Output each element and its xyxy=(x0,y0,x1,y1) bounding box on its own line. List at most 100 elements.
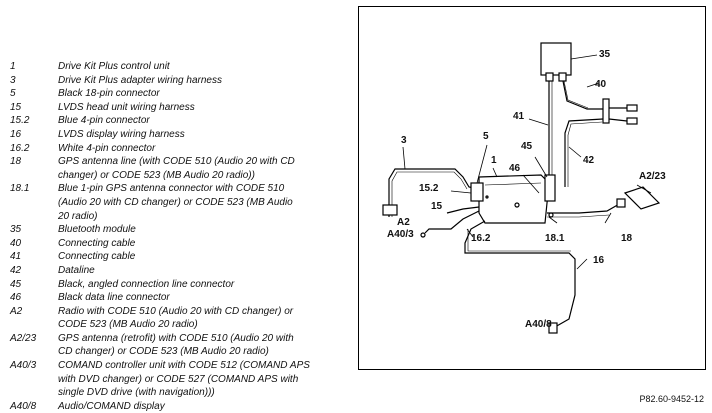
callout-1: 1 xyxy=(491,155,497,166)
legend-description: GPS antenna (retrofit) with CODE 510 (Au… xyxy=(58,332,350,359)
legend-description: Radio with CODE 510 (Audio 20 with CD ch… xyxy=(58,305,350,332)
legend-description: COMAND controller unit with CODE 512 (CO… xyxy=(58,359,350,400)
legend-description: Black data line connector xyxy=(58,291,350,305)
drive-kit-control-unit xyxy=(478,174,550,224)
legend-code: 40 xyxy=(10,237,22,249)
callout-15-2: 15.2 xyxy=(419,183,439,194)
legend-description: Dataline xyxy=(58,264,350,278)
legend-code: 35 xyxy=(10,224,22,236)
legend-description-line: Black data line connector xyxy=(58,292,170,304)
callout-46: 46 xyxy=(509,163,521,174)
callout-16-2: 16.2 xyxy=(471,233,491,244)
legend-description-line: LVDS display wiring harness xyxy=(58,128,185,140)
legend-description-line: CD changer) or CODE 523 (MB Audio 20 rad… xyxy=(58,346,269,358)
legend-description: Drive Kit Plus adapter wiring harness xyxy=(58,74,350,88)
gps-antenna-line xyxy=(547,202,622,214)
callout-a2: A2 xyxy=(397,217,410,228)
legend-code: 18 xyxy=(10,156,22,168)
legend-item: A40/3 COMAND controller unit with CODE 51… xyxy=(10,359,350,400)
callout-42: 42 xyxy=(583,155,595,166)
callout-a40-8: A40/8 xyxy=(525,319,552,330)
dataline-42 xyxy=(564,118,604,187)
legend-description-line: Bluetooth module xyxy=(58,224,136,236)
legend-code: 1 xyxy=(10,61,16,72)
legend-description: LVDS head unit wiring harness xyxy=(58,101,350,115)
lvds-head-unit-harness xyxy=(424,210,480,234)
legend-item: 1 Drive Kit Plus control unit xyxy=(10,60,350,74)
legend-item: 45 Black, angled connection line connecto… xyxy=(10,278,350,292)
callout-15: 15 xyxy=(431,201,443,212)
legend-description-line: Dataline xyxy=(58,264,95,276)
legend-item: 5 Black 18-pin connector xyxy=(10,87,350,101)
legend-description-line: GPS antenna line (with CODE 510 (Audio 2… xyxy=(58,156,295,168)
legend-description-line: White 4-pin connector xyxy=(58,142,156,154)
legend-description: Drive Kit Plus control unit xyxy=(58,60,350,74)
legend-code: 5 xyxy=(10,88,16,100)
legend-item: A40/8 Audio/COMAND display xyxy=(10,400,350,413)
figure-reference: P82.60-9452-12 xyxy=(639,394,704,404)
legend-description: Audio/COMAND display xyxy=(58,400,350,413)
legend-description-line: Audio/COMAND display xyxy=(58,400,165,412)
legend-item: 15 LVDS head unit wiring harness xyxy=(10,101,350,115)
adapter-harness-3 xyxy=(388,168,480,217)
legend-code: 16 xyxy=(10,128,22,140)
legend-description-line: Black 18-pin connector xyxy=(58,88,160,100)
legend-description-line: Radio with CODE 510 (Audio 20 with CD ch… xyxy=(58,305,294,317)
callout-18-1: 18.1 xyxy=(545,233,565,244)
legend-item: 15.2 Blue 4-pin connector xyxy=(10,114,350,128)
legend-item: 3 Drive Kit Plus adapter wiring harness xyxy=(10,74,350,88)
legend-code: A40/3 xyxy=(10,360,37,372)
legend-description-line: COMAND controller unit with CODE 512 (CO… xyxy=(58,360,310,372)
legend-description-line: Black, angled connection line connector xyxy=(58,278,235,290)
legend-description-line: GPS antenna (retrofit) with CODE 510 (Au… xyxy=(58,332,294,344)
legend-description: Connecting cable xyxy=(58,250,350,264)
legend-list: 1 Drive Kit Plus control unit 3 Drive Kit P… xyxy=(10,60,350,413)
legend-item: 35 Bluetooth module xyxy=(10,223,350,237)
legend-code: A2 xyxy=(10,305,23,317)
legend-description: Blue 4-pin connector xyxy=(58,114,350,128)
legend-description-line: Connecting cable xyxy=(58,251,136,263)
callout-3: 3 xyxy=(401,135,407,146)
legend-item: 41 Connecting cable xyxy=(10,250,350,264)
legend-code: A40/8 xyxy=(10,400,37,412)
legend-item: 18 GPS antenna line (with CODE 510 (Audio… xyxy=(10,155,350,182)
legend-description-line: Drive Kit Plus adapter wiring harness xyxy=(58,74,222,86)
lvds-display-harness xyxy=(464,220,576,328)
legend-description-line: LVDS head unit wiring harness xyxy=(58,101,195,113)
legend-description: Blue 1-pin GPS antenna connector with CO… xyxy=(58,182,350,223)
legend-code: 15 xyxy=(10,101,22,113)
callout-a40-3: A40/3 xyxy=(387,229,414,240)
wiring-diagram-drawing xyxy=(382,42,661,334)
wiring-diagram: 35 40 41 3 5 45 42 1 46 15.2 15 A2 A40/3… xyxy=(358,6,706,370)
callout-a2-23: A2/23 xyxy=(639,171,666,182)
legend-code: 3 xyxy=(10,74,16,86)
callout-35: 35 xyxy=(599,49,611,60)
legend-code: 15.2 xyxy=(10,115,30,127)
legend-description-line: Drive Kit Plus control unit xyxy=(58,61,170,72)
legend-description-line: CODE 523 (MB Audio 20 radio) xyxy=(58,319,198,331)
legend-description: Black 18-pin connector xyxy=(58,87,350,101)
legend-description-line: Blue 1-pin GPS antenna connector with CO… xyxy=(58,183,285,195)
connecting-cable-40 xyxy=(562,80,605,110)
legend-description-line: (Audio 20 with CD changer) or CODE 523 (… xyxy=(58,196,293,208)
legend-description: GPS antenna line (with CODE 510 (Audio 2… xyxy=(58,155,350,182)
callout-16: 16 xyxy=(593,255,605,266)
legend-description-line: 20 radio) xyxy=(58,210,98,222)
legend-description: Black, angled connection line connector xyxy=(58,278,350,292)
legend-description-line: Connecting cable xyxy=(58,237,136,249)
legend-item: A2 Radio with CODE 510 (Audio 20 with CD … xyxy=(10,305,350,332)
legend-description-line: Blue 4-pin connector xyxy=(58,115,150,127)
legend-description-line: changer) or CODE 523 (MB Audio 20 radio)… xyxy=(58,169,255,181)
legend-code: 45 xyxy=(10,278,22,290)
callout-41: 41 xyxy=(513,111,525,122)
legend-description: Bluetooth module xyxy=(58,223,350,237)
bluetooth-module xyxy=(540,42,572,76)
callout-18: 18 xyxy=(621,233,633,244)
legend-code: 41 xyxy=(10,251,22,263)
legend-description: LVDS display wiring harness xyxy=(58,128,350,142)
